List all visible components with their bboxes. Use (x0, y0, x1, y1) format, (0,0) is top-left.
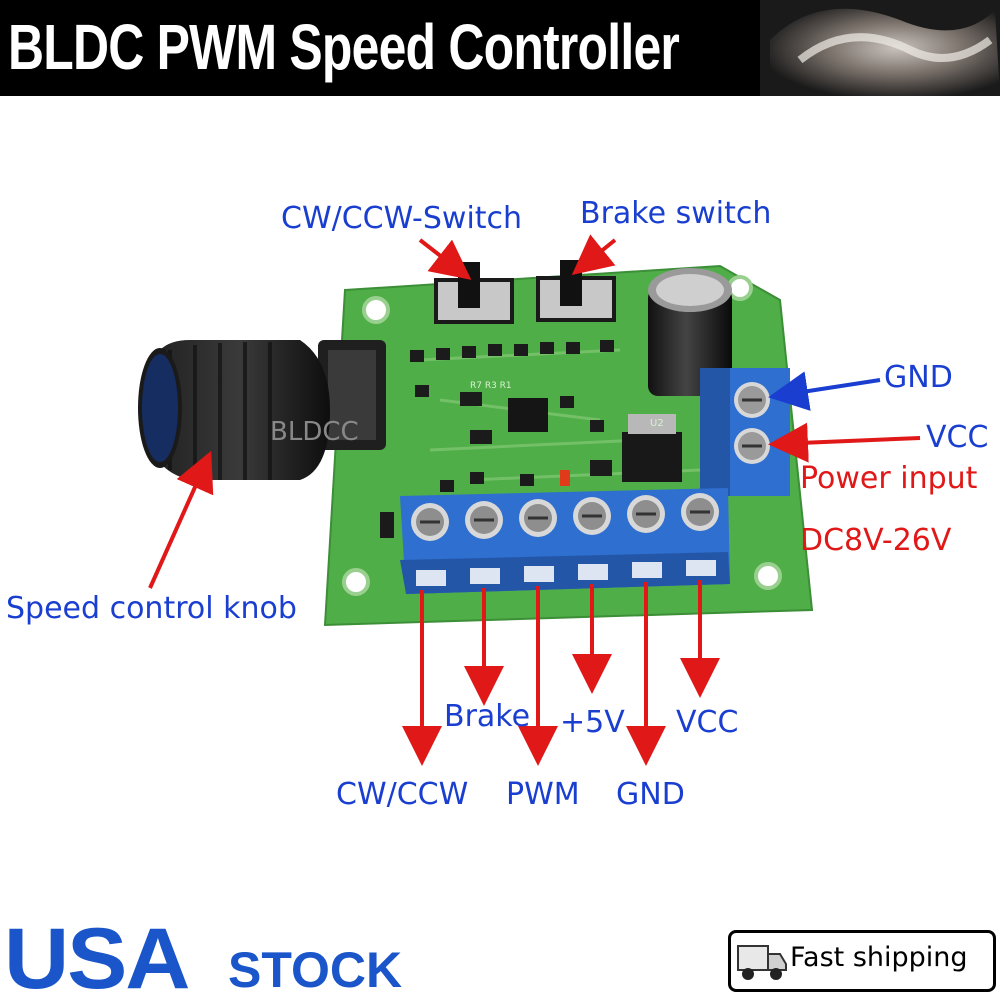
cw-ccw-switch-label: CW/CCW-Switch (281, 201, 523, 236)
annotation-arrows (148, 234, 921, 766)
plus5v-pin-label: +5V (560, 705, 625, 740)
usa-label: USA (4, 911, 190, 1007)
cw-ccw-switch (434, 262, 514, 324)
cw-ccw-pin-label: CW/CCW (336, 777, 469, 812)
speed-knob: BLDCC (138, 340, 386, 480)
power-terminal-block (700, 368, 790, 496)
brake-switch (536, 260, 616, 322)
vcc-power-label: VCC (926, 420, 989, 455)
svg-text:U2: U2 (650, 418, 664, 429)
truck-icon (737, 945, 787, 980)
voltage-range-label: DC8V-26V (800, 523, 952, 558)
svg-text:R7 R3 R1: R7 R3 R1 (470, 381, 512, 391)
page-title: BLDC PWM Speed Controller (8, 11, 680, 83)
vcc-pin-label: VCC (676, 705, 739, 740)
product-illustration: U2 R7 R3 R1 (138, 234, 921, 766)
pwm-pin-label: PWM (506, 777, 580, 812)
signal-terminal-block (400, 488, 730, 594)
speed-knob-label: Speed control knob (6, 591, 297, 626)
board-watermark: BLDCC (270, 417, 359, 447)
brake-pin-label: Brake (444, 699, 531, 734)
header-decoration (760, 0, 1000, 96)
gnd-power-label: GND (884, 360, 953, 395)
fast-shipping-label: Fast shipping (790, 942, 968, 973)
header-banner: BLDC PWM Speed Controller (0, 0, 1000, 96)
stock-label: STOCK (228, 942, 403, 998)
power-input-label: Power input (800, 461, 978, 496)
gnd-pin-label: GND (616, 777, 685, 812)
brake-switch-label: Brake switch (580, 196, 772, 231)
